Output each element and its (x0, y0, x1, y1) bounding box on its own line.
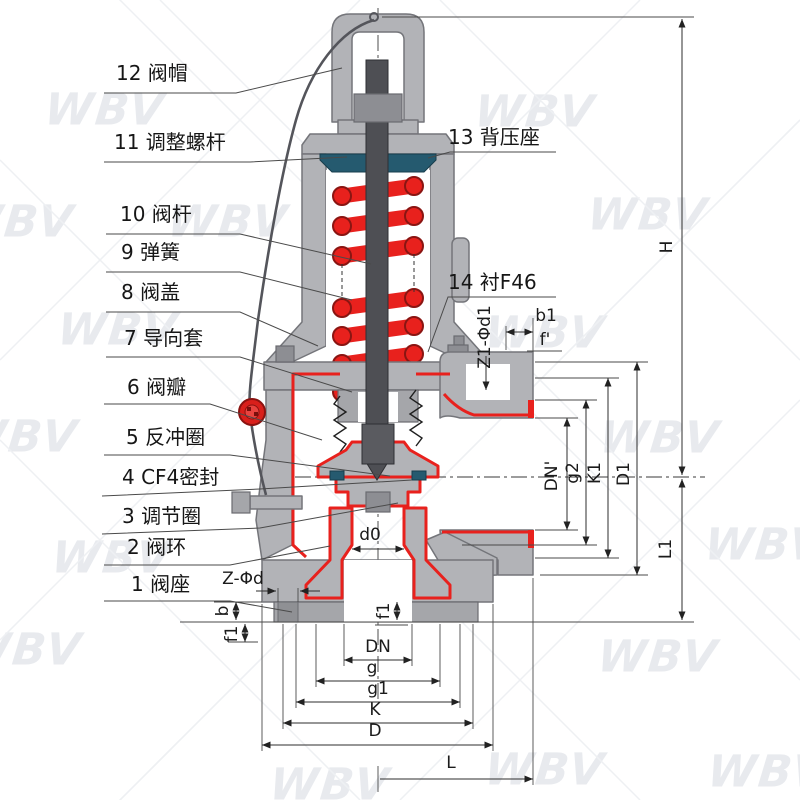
lead-seal (238, 398, 266, 426)
part-label-14: 14 衬F46 (448, 270, 537, 294)
dim-L: L (446, 753, 456, 774)
dim-b: b (213, 605, 234, 617)
part-label-12: 12 阀帽 (116, 61, 188, 85)
inlet-bolt-hole (277, 601, 299, 623)
part-label-3: 3 调节圈 (122, 504, 202, 528)
dim-f1-inlet: f1 (222, 625, 243, 643)
dim-L1: L1 (656, 538, 677, 560)
dim-K1: K1 (585, 462, 606, 484)
flange-bolt (275, 345, 295, 363)
dim-g2: g2 (563, 462, 584, 484)
part-label-4: 4 CF4密封 (122, 465, 220, 489)
dim-DN: DN (365, 637, 391, 658)
cf4-seal-left (329, 470, 345, 481)
part-label-13: 13 背压座 (448, 125, 540, 149)
outlet-bolt-hole (466, 364, 510, 400)
dim-Z1-Phi-d1: Z1-Φd1 (475, 305, 496, 369)
dim-H: H (657, 240, 678, 254)
part-label-5: 5 反冲圈 (126, 425, 206, 449)
dim-f1-face: f1 (374, 602, 395, 620)
part-label-9: 9 弹簧 (121, 240, 181, 264)
f46-lining (291, 372, 450, 559)
dim-b1: b1 (535, 306, 557, 327)
dim-f-prime: f' (539, 330, 551, 351)
part-label-7: 7 导向套 (124, 326, 204, 350)
dim-g1: g1 (367, 679, 389, 700)
part-label-6: 6 阀瓣 (127, 375, 187, 399)
disc-springs (332, 389, 424, 453)
leader-lines (101, 67, 556, 613)
extension-lines (180, 16, 694, 785)
dim-D1: D1 (614, 462, 635, 486)
dim-K: K (369, 700, 381, 721)
part-label-1: 1 阀座 (131, 572, 191, 596)
outlet-flange-bolt (453, 335, 465, 346)
bonnet-side-lug (451, 237, 470, 303)
dim-D: D (368, 721, 382, 742)
inlet-flange (261, 559, 494, 623)
nozzle-legs (304, 506, 452, 600)
dim-d0: d0 (359, 525, 381, 546)
part-label-2: 2 阀环 (127, 535, 187, 559)
valve-stem (353, 59, 403, 481)
dim-g: g (366, 658, 378, 679)
dim-Z-Phi-d: Z-Φd (222, 569, 264, 590)
valve-body-group (231, 12, 534, 623)
part-label-11: 11 调整螺杆 (114, 130, 226, 154)
disc-nut (365, 491, 391, 513)
dim-DN-out: DN' (542, 460, 563, 492)
adjusting-ring-screw (231, 491, 303, 514)
cf4-seal-right (411, 470, 427, 481)
part-label-10: 10 阀杆 (120, 202, 192, 226)
dimension-lines (232, 19, 686, 783)
adjusting-screw-nut (353, 93, 403, 123)
part-label-8: 8 阀盖 (121, 280, 181, 304)
